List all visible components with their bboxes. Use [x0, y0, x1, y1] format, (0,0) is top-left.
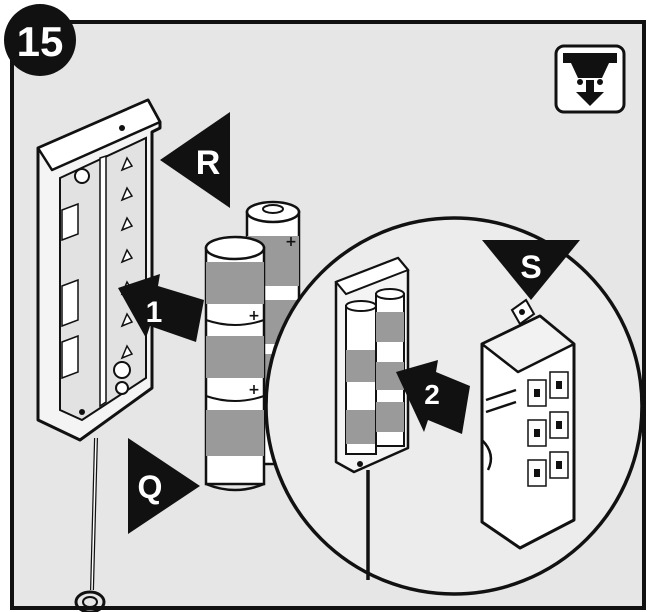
arrow-2: 2: [396, 360, 470, 434]
small-battery-holder: [334, 256, 410, 474]
step-number: 15: [17, 18, 64, 65]
battery-front-plus-mark-top: +: [248, 308, 260, 324]
large-battery-holder: [36, 98, 162, 442]
label-r-text: R: [196, 144, 221, 182]
battery-front-plus-mark-bottom: +: [248, 382, 260, 398]
label-s-text: S: [520, 249, 541, 285]
label-q: Q: [128, 438, 200, 534]
holder-wire: [74, 437, 106, 612]
label-r: R: [160, 112, 230, 208]
battery-cover: [480, 298, 576, 550]
battery-front: + +: [204, 235, 266, 492]
label-q-text: Q: [138, 469, 163, 505]
arrow-1: 1: [118, 274, 204, 342]
ceiling-mount-icon: [554, 44, 626, 114]
arrow-2-number: 2: [424, 379, 440, 410]
step-badge: 15: [4, 4, 76, 76]
battery-rear-plus-mark: +: [285, 234, 297, 250]
label-s: S: [482, 240, 580, 300]
arrow-1-number: 1: [146, 296, 163, 329]
